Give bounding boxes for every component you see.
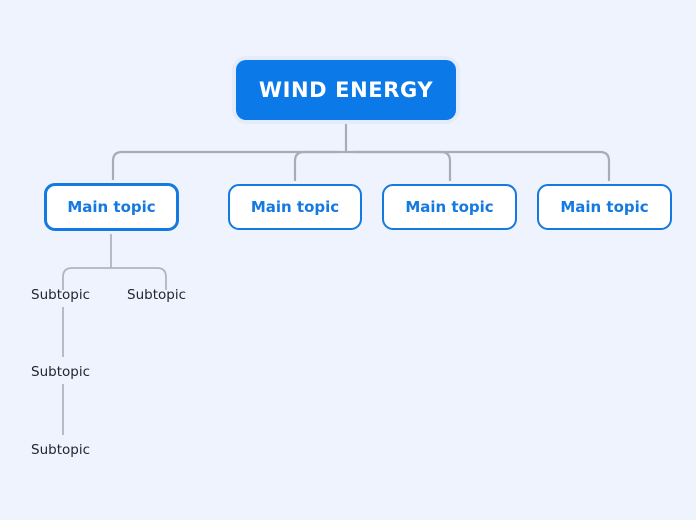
connector-main-drop-2	[293, 150, 305, 193]
main-topic-node-3[interactable]: Main topic	[382, 184, 517, 230]
subtopic-label-3: Subtopic	[31, 363, 90, 380]
main-topic-label-4: Main topic	[560, 198, 649, 216]
subtopic-node-2[interactable]: Subtopic	[127, 285, 197, 304]
subtopic-label-1: Subtopic	[31, 286, 90, 303]
connector-main-drop-3	[304, 150, 452, 193]
main-topic-label-1: Main topic	[67, 198, 156, 216]
main-topic-label-2: Main topic	[250, 198, 340, 216]
subtopic-node-3[interactable]: Subtopic	[31, 362, 101, 381]
subtopic-label-2: Subtopic	[127, 286, 186, 303]
subtopic-label-4: Subtopic	[31, 441, 90, 458]
connector-sub-bus	[62, 267, 167, 290]
subtopic-node-4[interactable]: Subtopic	[31, 440, 101, 459]
main-topic-node-1[interactable]: Main topic	[44, 183, 179, 231]
connector-main-bus-right	[354, 150, 611, 193]
connector-main-bus-left	[111, 150, 338, 193]
root-node-label: WIND ENERGY	[258, 78, 434, 102]
subtopic-node-1[interactable]: Subtopic	[31, 285, 101, 304]
main-topic-label-3: Main topic	[405, 198, 494, 216]
main-topic-node-4[interactable]: Main topic	[537, 184, 672, 230]
root-node[interactable]: WIND ENERGY	[236, 60, 456, 120]
main-topic-node-2[interactable]: Main topic	[228, 184, 362, 230]
